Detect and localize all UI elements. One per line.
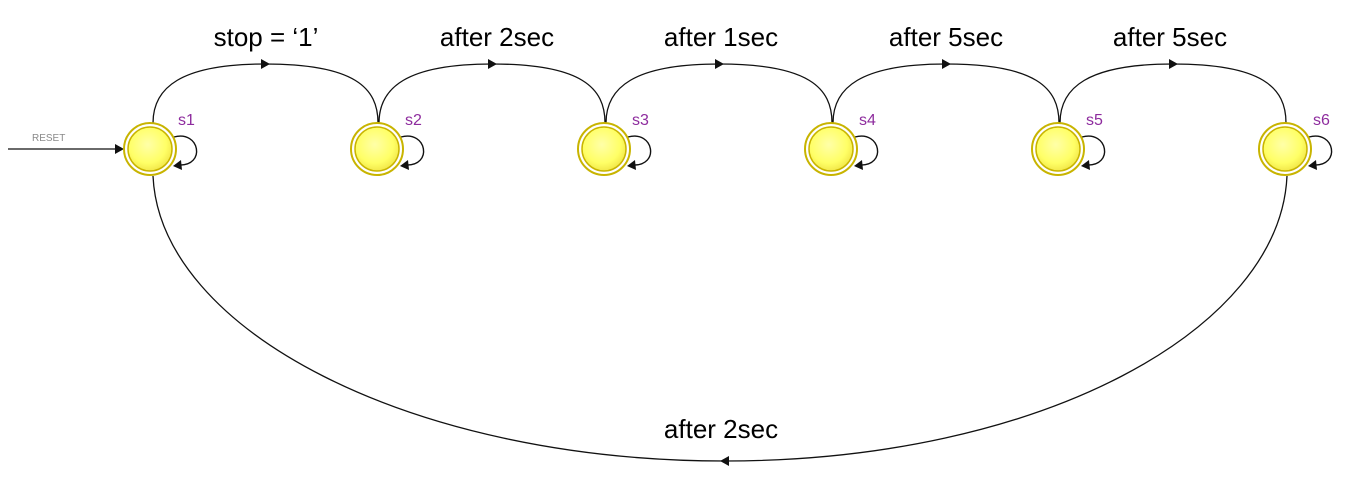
self-loop-s1 — [173, 135, 198, 170]
transition-arc-s3-s4 — [605, 59, 833, 124]
state-node-s2[interactable] — [350, 122, 404, 176]
transition-arc-s6-s1 — [152, 175, 1288, 466]
transition-arc-s2-s3 — [378, 59, 606, 124]
transition-label-s5-s6: after 5sec — [1113, 22, 1227, 52]
state-label-s5: s5 — [1086, 112, 1103, 129]
self-loop-s3 — [627, 135, 652, 170]
transition-label-s6-s1: after 2sec — [664, 414, 778, 444]
state-node-s3[interactable] — [577, 122, 631, 176]
state-label-s4: s4 — [859, 112, 876, 129]
state-label-s3: s3 — [632, 112, 649, 129]
state-node-s4[interactable] — [804, 122, 858, 176]
transition-label-s4-s5: after 5sec — [889, 22, 1003, 52]
self-loop-s2 — [400, 135, 425, 170]
state-label-s6: s6 — [1313, 112, 1330, 129]
reset-label: RESET — [32, 133, 65, 144]
self-loop-s6 — [1308, 135, 1333, 170]
state-node-s5[interactable] — [1031, 122, 1085, 176]
transition-label-s1-s2: stop = ‘1’ — [214, 22, 319, 52]
state-node-s6[interactable] — [1258, 122, 1312, 176]
reset-arrow — [8, 144, 124, 154]
transition-arc-s5-s6 — [1059, 59, 1287, 124]
self-loop-s5 — [1081, 135, 1106, 170]
transition-arc-s1-s2 — [152, 59, 379, 124]
state-label-s2: s2 — [405, 112, 422, 129]
self-loop-s4 — [854, 135, 879, 170]
state-node-s1[interactable] — [123, 122, 177, 176]
transition-label-s3-s4: after 1sec — [664, 22, 778, 52]
transition-label-s2-s3: after 2sec — [440, 22, 554, 52]
state-label-s1: s1 — [178, 112, 195, 129]
transition-arc-s4-s5 — [832, 59, 1060, 124]
